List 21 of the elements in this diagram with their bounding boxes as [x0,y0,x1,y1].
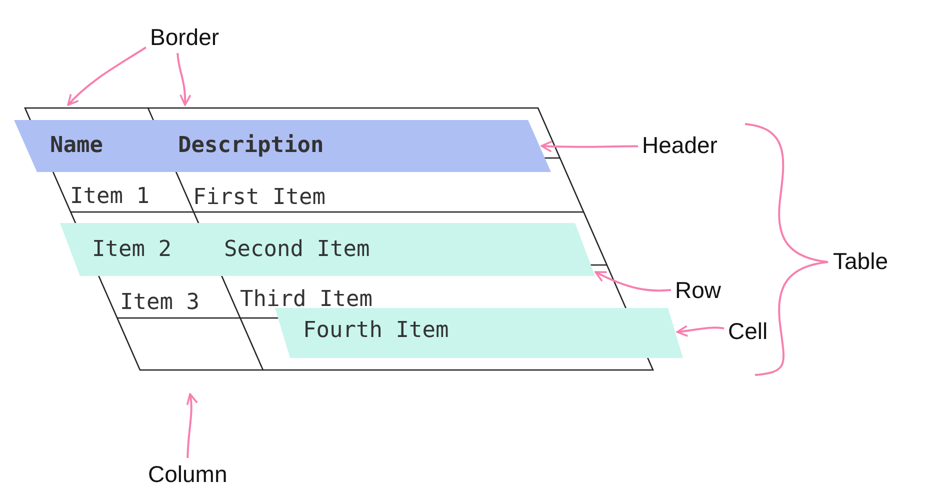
leader-arrow [176,52,192,106]
leader-arrow [540,140,638,152]
cell-text: Item 3 [120,290,200,316]
cell-text: Second Item [224,237,370,263]
cell-text: Third Item [240,287,372,313]
cell-text: Fourth Item [303,318,449,344]
column-heading: Description [178,133,324,159]
cell-text: Item 2 [92,237,172,263]
leader-arrow [594,271,672,292]
leader-arrow [676,325,724,337]
callout-label: Cell [728,318,768,344]
callout-label: Table [833,248,888,274]
column-heading: Name [50,133,103,159]
leader-arrow [67,46,147,106]
callout-label: Row [675,277,722,303]
callout-label: Border [150,24,220,50]
callout-label: Header [642,132,718,158]
cell-text: First Item [193,185,326,211]
callout-label: Column [148,461,228,487]
leader-arrow [186,393,198,458]
cell-text: Item 1 [70,184,150,210]
